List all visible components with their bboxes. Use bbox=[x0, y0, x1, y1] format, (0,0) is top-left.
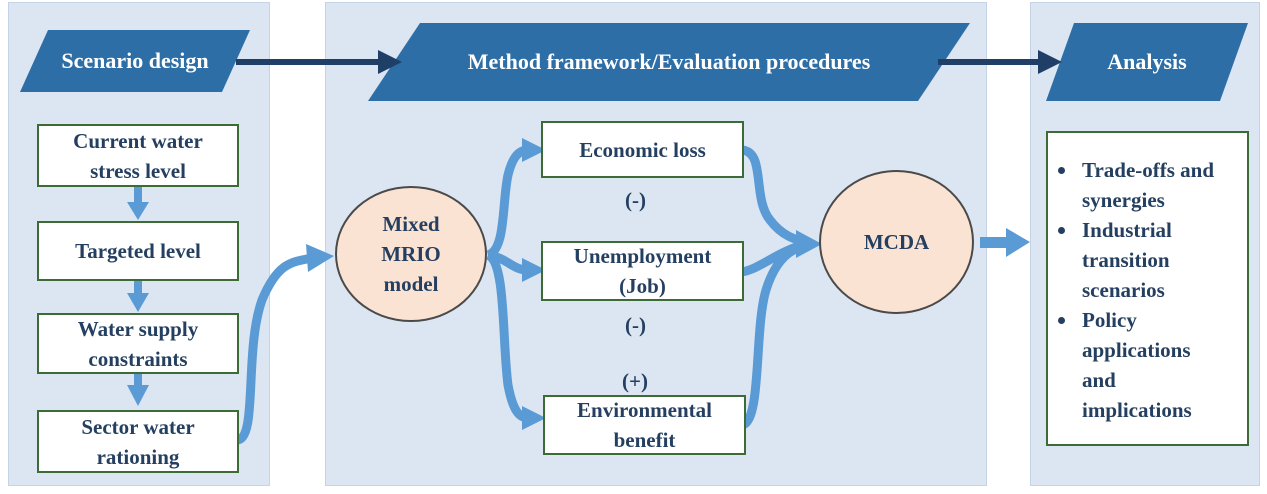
scenario-step-water-rationing: Sector water rationing bbox=[37, 410, 239, 473]
scenario-step-current-stress: Current water stress level bbox=[37, 124, 239, 187]
scenario-title: Scenario design bbox=[61, 48, 209, 73]
environmental-to-mcda-arrow bbox=[739, 241, 807, 430]
model-to-environmental-arrow bbox=[485, 250, 529, 423]
bullet-icon bbox=[1058, 167, 1065, 174]
environmental-sign: (+) bbox=[622, 369, 648, 393]
analysis-item: Trade-offs and synergies bbox=[1058, 155, 1241, 215]
arrowhead bbox=[522, 258, 546, 282]
unemployment-box: Unemployment (Job) bbox=[541, 241, 744, 301]
economic-loss-box: Economic loss bbox=[541, 121, 744, 178]
environmental-benefit-box: Environmental benefit bbox=[543, 395, 746, 455]
step-arrow bbox=[127, 186, 149, 220]
mcda-to-analysis-arrow bbox=[980, 228, 1030, 257]
analysis-item: Industrial transition scenarios bbox=[1058, 215, 1241, 305]
scenario-step-targeted-level: Targeted level bbox=[37, 221, 239, 281]
analysis-items-box: Trade-offs and synergies Industrial tran… bbox=[1046, 131, 1249, 446]
rationing-to-model-arrow bbox=[235, 253, 313, 445]
bullet-icon bbox=[1058, 317, 1065, 324]
model-to-economic-arrow bbox=[485, 145, 529, 260]
method-banner: Method framework/Evaluation procedures bbox=[368, 23, 970, 101]
arrowhead bbox=[522, 406, 546, 430]
economic-to-mcda-arrow bbox=[740, 145, 807, 247]
method-title: Method framework/Evaluation procedures bbox=[467, 49, 871, 74]
unemployment-sign: (-) bbox=[625, 313, 646, 337]
bullet-icon bbox=[1058, 227, 1065, 234]
step-arrow bbox=[127, 280, 149, 312]
arrowhead bbox=[522, 138, 546, 162]
arrowhead bbox=[796, 230, 822, 258]
arrowhead bbox=[306, 244, 334, 272]
mcda-node: MCDA bbox=[819, 170, 974, 314]
analysis-item: Policy applications and implications bbox=[1058, 305, 1241, 425]
scenario-step-supply-constraints: Water supply constraints bbox=[37, 313, 239, 374]
mixed-mrio-model-node: Mixed MRIO model bbox=[335, 186, 487, 322]
economic-sign: (-) bbox=[625, 188, 646, 212]
step-arrow bbox=[127, 373, 149, 406]
analysis-banner: Analysis bbox=[1046, 23, 1248, 101]
analysis-title: Analysis bbox=[1107, 49, 1187, 74]
scenario-banner: Scenario design bbox=[20, 30, 250, 92]
